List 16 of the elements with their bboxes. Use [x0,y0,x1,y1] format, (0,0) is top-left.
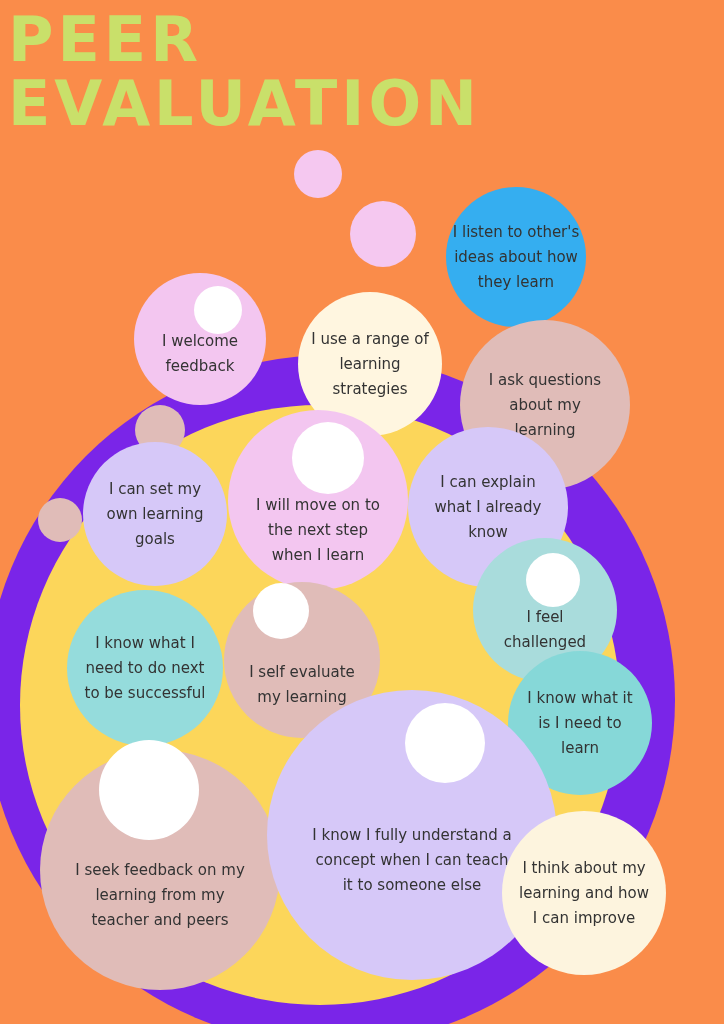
bubble-text: I know what it is I need to learn [526,687,634,759]
bubble-text: I will move on to the next step when I learn [255,494,381,566]
bubble-text: I know what I need to do next to be successful [83,632,207,704]
bubble [294,150,342,198]
bubble-text: I feel challenged [502,607,588,653]
bubble-text: I welcome feedback [160,331,240,377]
poster-title: PEER EVALUATION [8,8,482,136]
bubble-text: I think about my learning and how I can improve [519,857,649,929]
bubble-text: I can set my own learning goals [105,478,205,550]
bubble-text: I can explain what I already know [433,471,543,543]
bubble-text: I ask questions about my learning [487,369,603,441]
bubble-text: I seek feedback on my learning from my teacher and peers [74,859,246,931]
bubble-text: I use a range of learning strategies [310,328,430,400]
bubble-text: I self evaluate my learning [248,662,356,708]
bubble-text: I listen to other's ideas about how they learn [451,221,581,293]
bubble-text: I know I fully understand a concept when I can teach it to someone else [312,824,512,896]
